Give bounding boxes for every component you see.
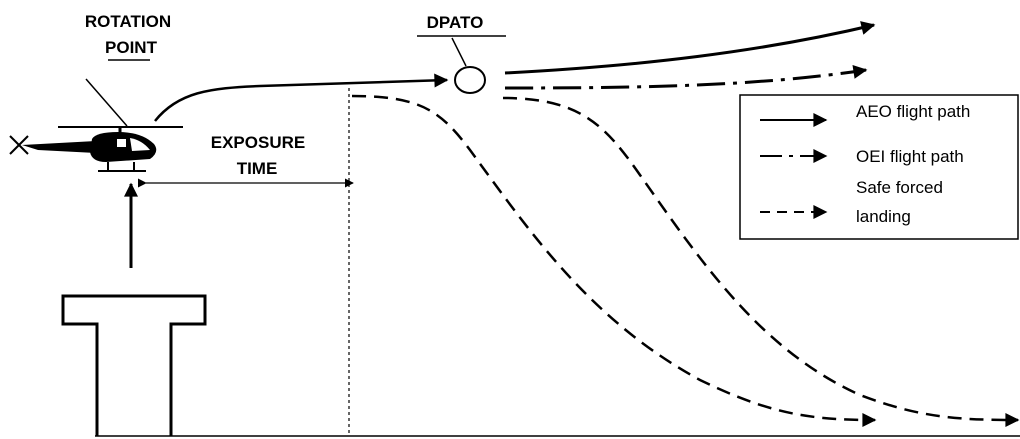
rotation-point-leader: [85, 78, 128, 127]
helicopter-icon: [9, 126, 183, 172]
dpato-point: [454, 66, 486, 94]
legend-oei-label: OEI flight path: [856, 147, 964, 166]
dpato-label: DPATO: [427, 13, 484, 32]
initial-climb-path: [154, 73, 449, 122]
legend: AEO flight path OEI flight path Safe for…: [739, 94, 1019, 240]
exposure-time-label-line1: EXPOSURE: [211, 133, 305, 152]
helipad-platform: [61, 294, 207, 436]
forced-landing-path-early: [351, 94, 877, 427]
rotation-point-label-line2: POINT: [105, 38, 158, 57]
oei-flight-path: [504, 64, 868, 90]
exposure-time-label-line2: TIME: [237, 159, 278, 178]
rotation-point-label-line1: ROTATION: [85, 12, 171, 31]
dpato-leader: [451, 37, 467, 67]
forced-landing-path-dpato: [502, 96, 1020, 427]
legend-aeo-label: AEO flight path: [856, 102, 970, 121]
aeo-flight-path: [504, 21, 876, 75]
legend-safe-label-line1: Safe forced: [856, 178, 943, 197]
legend-safe-label-line2: landing: [856, 207, 911, 226]
